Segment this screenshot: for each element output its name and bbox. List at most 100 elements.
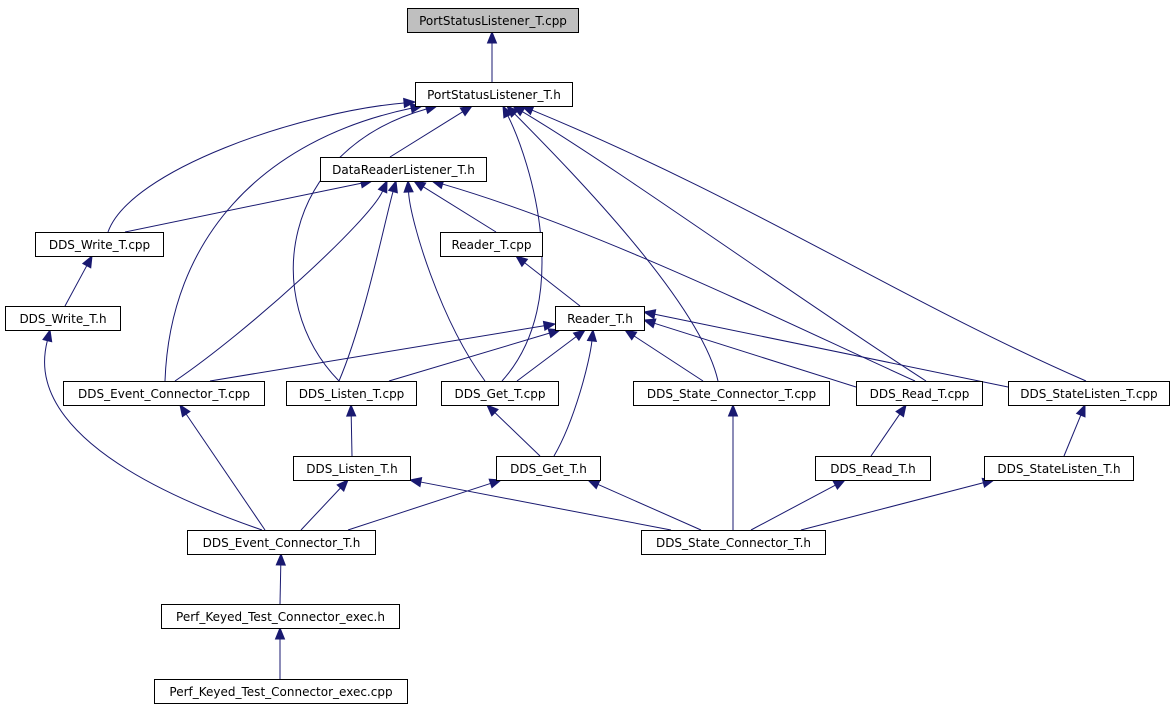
node-label: DDS_StateListen_T.cpp: [1020, 387, 1157, 401]
node-label: DDS_Event_Connector_T.cpp: [78, 387, 250, 401]
node-dds-statelisten-t-cpp[interactable]: DDS_StateListen_T.cpp: [1008, 381, 1170, 406]
edge-line: [516, 336, 577, 382]
node-dds-read-t-cpp[interactable]: DDS_Read_T.cpp: [856, 381, 983, 406]
node-datareaderlistener-t-h[interactable]: DataReaderListener_T.h: [320, 157, 487, 182]
arrowhead-icon: [403, 179, 414, 193]
edge-gcpp-to-drl: [403, 179, 486, 382]
edge-line: [531, 109, 1087, 382]
arrowhead-icon: [336, 479, 349, 492]
arrowhead-icon: [586, 479, 601, 490]
arrowhead-icon: [623, 329, 638, 341]
arrowhead-icon: [586, 328, 598, 342]
edge-rcpp-to-drl: [412, 180, 497, 233]
node-dds-state-connector-t-h[interactable]: DDS_State_Connector_T.h: [641, 530, 826, 555]
arrowhead-icon: [514, 255, 529, 268]
node-label: PortStatusListener_T.cpp: [419, 14, 567, 28]
node-label: DataReaderListener_T.h: [332, 163, 475, 177]
edge-line: [388, 332, 550, 382]
edge-line: [423, 186, 497, 233]
node-dds-event-connector-t-cpp[interactable]: DDS_Event_Connector_T.cpp: [63, 381, 265, 406]
node-perf-keyed-test-connector-exec-h[interactable]: Perf_Keyed_Test_Connector_exec.h: [161, 604, 400, 629]
node-dds-state-connector-t-cpp[interactable]: DDS_State_Connector_T.cpp: [633, 381, 830, 406]
node-box: [320, 157, 487, 182]
arrowhead-icon: [502, 104, 513, 119]
edge-line: [553, 340, 593, 457]
node-dds-write-t-h[interactable]: DDS_Write_T.h: [5, 306, 121, 331]
node-box: [415, 82, 573, 107]
node-label: DDS_Listen_T.h: [306, 462, 397, 476]
node-dds-read-t-h[interactable]: DDS_Read_T.h: [815, 456, 931, 481]
node-dds-listen-t-h[interactable]: DDS_Listen_T.h: [293, 456, 411, 481]
edge-rdh-to-rdcpp: [870, 403, 907, 457]
arrowhead-icon: [727, 403, 739, 417]
arrowhead-icon: [42, 328, 53, 343]
node-box: [63, 381, 265, 406]
node-box: [633, 381, 830, 406]
edge-line: [420, 481, 672, 531]
node-dds-statelisten-t-h[interactable]: DDS_StateListen_T.h: [984, 456, 1134, 481]
node-portstatuslistener-t-cpp[interactable]: PortStatusListener_T.cpp: [407, 8, 579, 33]
node-label: DDS_Get_T.cpp: [454, 387, 545, 401]
node-label: DDS_State_Connector_T.cpp: [647, 387, 816, 401]
node-dds-get-t-h[interactable]: DDS_Get_T.h: [496, 456, 601, 481]
arrowhead-icon: [642, 309, 657, 320]
edge-line: [800, 482, 984, 531]
edge-slcpp-to-pslh: [520, 105, 1087, 382]
node-box: [154, 679, 408, 704]
node-label: DDS_Event_Connector_T.h: [203, 536, 361, 550]
node-box: [293, 456, 411, 481]
node-label: DDS_Write_T.cpp: [49, 238, 150, 252]
edge-line: [279, 564, 282, 605]
node-box: [815, 456, 931, 481]
node-box: [441, 381, 559, 406]
edge-line: [750, 484, 836, 531]
node-box: [856, 381, 983, 406]
edge-line: [389, 111, 463, 158]
node-dds-write-t-cpp[interactable]: DDS_Write_T.cpp: [35, 232, 164, 257]
edge-perfh-to-eh: [275, 552, 287, 605]
edge-wh-to-wcpp: [64, 254, 93, 307]
edge-lcpp-to-rh: [388, 328, 562, 382]
edge-rdcpp-to-rh: [642, 318, 857, 388]
arrowhead-icon: [895, 403, 907, 418]
node-reader-t-h[interactable]: Reader_T.h: [555, 306, 645, 331]
edge-line: [292, 108, 427, 382]
node-dds-listen-t-cpp[interactable]: DDS_Listen_T.cpp: [286, 381, 417, 406]
edge-line: [124, 182, 362, 233]
edge-scpp-to-pslh: [506, 105, 719, 382]
edge-eh-to-ecpp: [179, 403, 266, 531]
edge-sh-to-slh: [800, 477, 996, 531]
node-label: DDS_StateListen_T.h: [997, 462, 1120, 476]
node-label: Perf_Keyed_Test_Connector_exec.h: [176, 610, 385, 624]
node-box: [161, 604, 400, 629]
arrowhead-icon: [179, 403, 191, 418]
arrowhead-icon: [506, 105, 519, 118]
node-box: [641, 530, 826, 555]
node-box: [555, 306, 645, 331]
arrowhead-icon: [275, 552, 287, 566]
edge-line: [347, 482, 491, 531]
node-label: Reader_T.cpp: [451, 238, 531, 252]
arrowhead-icon: [408, 477, 423, 488]
arrowhead-icon: [81, 254, 93, 269]
node-label: DDS_Listen_T.cpp: [299, 387, 405, 401]
edge-line: [44, 340, 263, 531]
nodes-layer: PortStatusListener_T.cppPortStatusListen…: [5, 8, 1170, 704]
edge-perfcpp-to-perfh: [274, 626, 286, 679]
edge-line: [185, 413, 266, 531]
node-dds-event-connector-t-h[interactable]: DDS_Event_Connector_T.h: [187, 530, 376, 555]
node-box: [5, 306, 121, 331]
node-reader-t-cpp[interactable]: Reader_T.cpp: [440, 232, 543, 257]
edge-eh-to-gh: [347, 478, 503, 531]
edge-line: [64, 265, 88, 307]
edge-lcpp-to-drl: [338, 179, 398, 382]
node-label: DDS_State_Connector_T.h: [656, 536, 811, 550]
edge-line: [524, 262, 581, 307]
edge-drl-to-pslh: [389, 105, 474, 158]
node-perf-keyed-test-connector-exec-cpp[interactable]: Perf_Keyed_Test_Connector_exec.cpp: [154, 679, 408, 704]
node-box: [187, 530, 376, 555]
edge-sh-to-scpp: [727, 403, 739, 530]
node-dds-get-t-cpp[interactable]: DDS_Get_T.cpp: [441, 381, 559, 406]
node-portstatuslistener-t-h[interactable]: PortStatusListener_T.h: [415, 82, 573, 107]
